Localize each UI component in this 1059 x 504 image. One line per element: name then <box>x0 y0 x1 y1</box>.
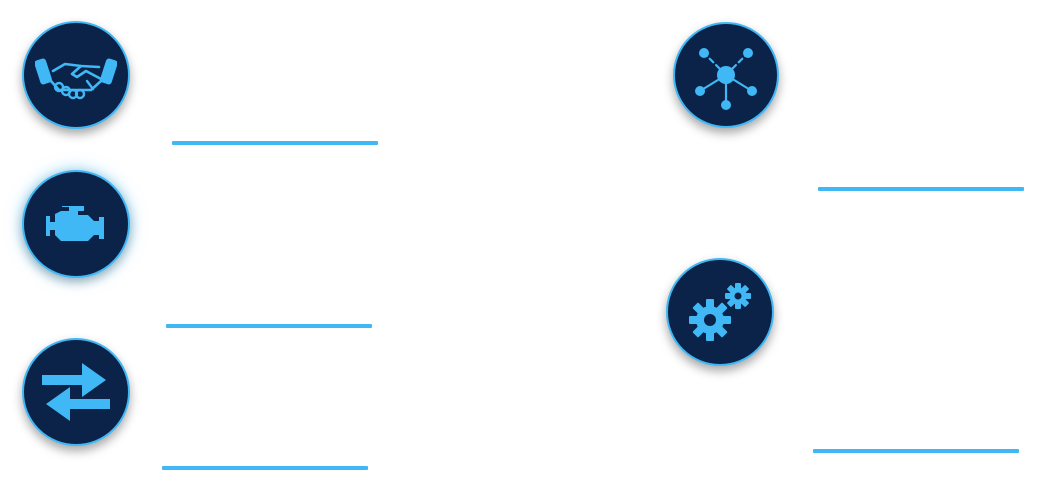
item-underline <box>166 324 372 328</box>
gears-icon <box>666 258 774 366</box>
transfer-arrows-icon <box>22 338 130 446</box>
item-underline <box>162 466 368 470</box>
item-underline <box>172 141 378 145</box>
handshake-icon <box>22 21 130 129</box>
item-underline <box>813 449 1019 453</box>
engine-icon <box>22 170 130 278</box>
item-underline <box>818 187 1024 191</box>
network-hub-icon <box>673 22 779 128</box>
